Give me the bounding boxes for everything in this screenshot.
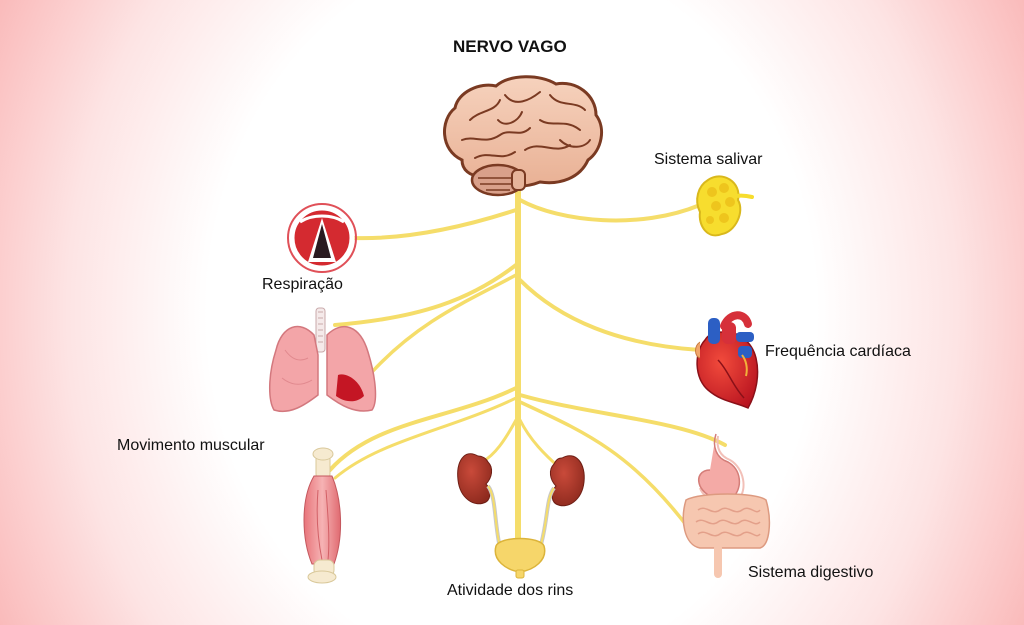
lungs-icon xyxy=(269,307,377,412)
nerve-to-heart xyxy=(518,278,702,352)
label-kidney-activity: Atividade dos rins xyxy=(447,582,574,599)
brain-icon xyxy=(443,75,604,197)
label-digestive-system: Sistema digestivo xyxy=(748,564,874,581)
bladder-icon xyxy=(494,537,546,579)
nerve-to-larynx xyxy=(350,208,518,241)
nerve-to-left-kidney xyxy=(480,418,518,464)
nerve-to-muscle-2 xyxy=(333,396,518,480)
nerve-to-intestine xyxy=(518,400,692,532)
salivary-gland-icon xyxy=(696,175,754,237)
label-heart-rate: Frequência cardíaca xyxy=(765,343,911,360)
larynx-icon xyxy=(287,203,357,273)
muscle-icon xyxy=(303,447,341,584)
digestive-tract-icon xyxy=(682,433,771,578)
nerve-to-lungs-upper xyxy=(333,263,518,327)
nerve-to-lungs-lower xyxy=(370,273,518,374)
nerve-to-salivary xyxy=(518,198,702,223)
heart-icon xyxy=(695,311,759,409)
kidneys-icon xyxy=(457,453,585,549)
nerve-to-muscle xyxy=(328,386,518,472)
label-respiration: Respiração xyxy=(262,276,343,293)
nerve-to-stomach xyxy=(518,393,727,447)
nerve-network xyxy=(328,179,727,548)
label-muscle-movement: Movimento muscular xyxy=(117,437,265,454)
nerve-to-right-kidney xyxy=(518,418,562,470)
label-salivary-system: Sistema salivar xyxy=(654,151,763,168)
diagram-title: NERVO VAGO xyxy=(453,37,567,56)
